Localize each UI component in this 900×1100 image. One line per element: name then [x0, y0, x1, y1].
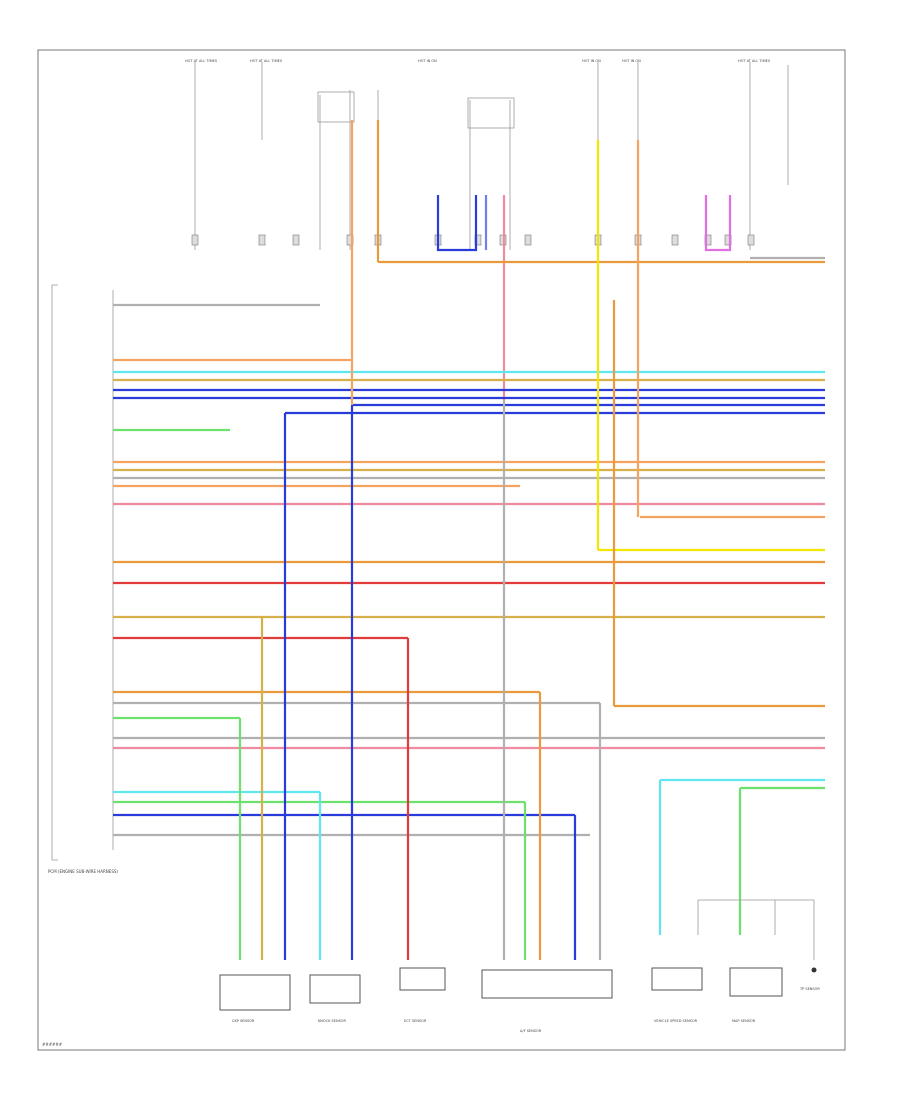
horizontal-wires	[113, 256, 825, 837]
ckp-sensor-box	[219, 974, 291, 1011]
fuse-label-6: HOT AT ALL TIMES	[738, 59, 771, 63]
vss-box	[651, 967, 703, 991]
map-sensor-label: MAP SENSOR	[732, 1019, 756, 1023]
top-connectors	[191, 234, 755, 246]
af-sensor-label: A/F SENSOR	[520, 1029, 542, 1033]
ckp-sensor-label: CKP SENSOR	[232, 1019, 255, 1023]
fuse-label-4: HOT IN ON	[582, 59, 601, 63]
knock-sensor-box	[309, 974, 361, 1004]
fuse-label-3: HOT IN ON	[418, 59, 437, 63]
footer-code: ######	[42, 1042, 63, 1047]
top-stubs	[436, 195, 732, 400]
diagram-frame	[37, 49, 846, 1051]
fuse-label-5: HOT IN ON	[622, 59, 641, 63]
fuse-label-1: HOT AT ALL TIMES	[185, 59, 218, 63]
vertical-wires	[238, 120, 825, 960]
vss-label: VEHICLE SPEED SENSOR	[654, 1019, 698, 1023]
ecu-bracket	[51, 284, 58, 861]
ecu-note: PCM (ENGINE SUB-WIRE HARNESS)	[48, 869, 118, 874]
af-sensor-box	[481, 969, 613, 999]
ground-point	[811, 967, 817, 973]
knock-sensor-label: KNOCK SENSOR	[318, 1019, 347, 1023]
tp-sensor-label: TP SENSOR	[799, 987, 820, 991]
fuse-feeds	[194, 62, 789, 250]
bottom-components: CKP SENSOR KNOCK SENSOR ECT SENSOR A/F S…	[219, 899, 820, 1033]
map-sensor-box	[729, 967, 783, 997]
ect-sensor-box	[399, 967, 446, 991]
fuse-label-2: HOT AT ALL TIMES	[250, 59, 283, 63]
ect-sensor-label: ECT SENSOR	[404, 1019, 427, 1023]
